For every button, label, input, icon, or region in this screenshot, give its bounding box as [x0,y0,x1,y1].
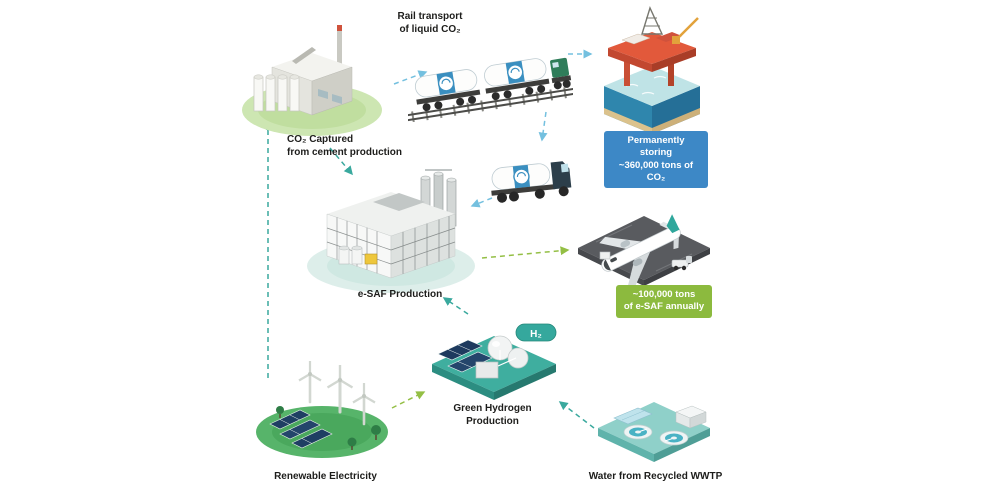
rail-label-line2: of liquid CO₂ [399,24,461,35]
hydrogen-plant-icon: H₂ [432,323,557,400]
aircraft-node [572,190,717,295]
flow-water-to-hydrogen [558,401,595,429]
rail-label-line1: Rail transport [397,11,463,22]
rail-transport-node [404,30,582,127]
co2-train-icon [404,57,582,123]
wwtp-node [592,382,717,475]
aircraft-badge-line1: ~100,000 tons [632,289,696,300]
storage-badge-line2: ~360,000 tons of CO₂ [618,159,694,184]
co2-truck-node [487,138,587,225]
storage-badge: Permanently storing ~360,000 tons of CO₂ [604,131,708,189]
esaf-plant-node [303,156,478,301]
rail-label: Rail transport of liquid CO₂ [368,10,492,36]
hydrogen-label: Green Hydrogen Production [430,402,555,428]
aircraft-badge: ~100,000 tons of e-SAF annually [616,285,712,318]
water-label: Water from Recycled WWTP [588,471,723,482]
co2-truck-icon [491,161,572,203]
esaf-label: e-SAF Production [357,289,443,300]
h2-tank-label: H₂ [530,329,542,340]
hydrogen-node: H₂ [424,306,564,409]
flow-esaf-to-aircraft [481,246,570,259]
cement-plant-node [240,15,390,145]
fuel-truck-icon [671,256,692,271]
renewable-node [254,350,394,467]
wwtp-icon [598,402,710,462]
aircraft-badge-line2: of e-SAF annually [623,301,705,313]
cement-label: CO₂ Captured from cement production [287,133,427,159]
cement-label-line1: CO₂ Captured [287,134,354,145]
hydrogen-label-line2: Production [466,416,519,427]
hydrogen-label-line1: Green Hydrogen [453,403,532,414]
esaf-plant-icon [307,169,475,293]
renewable-energy-icon [256,361,388,458]
solar-panels-icon [269,409,333,449]
cement-label-line2: from cement production [287,147,403,158]
aircraft-icon [578,214,710,288]
flow-renewable-to-hydrogen [391,391,426,409]
wind-turbines-icon [298,361,376,426]
renewable-label: Renewable Electricity [274,471,377,482]
cement-plant-icon [242,25,382,136]
storage-badge-line1: Permanently storing [627,135,685,159]
offshore-rig-icon [604,6,700,134]
offshore-storage-node [592,4,712,141]
